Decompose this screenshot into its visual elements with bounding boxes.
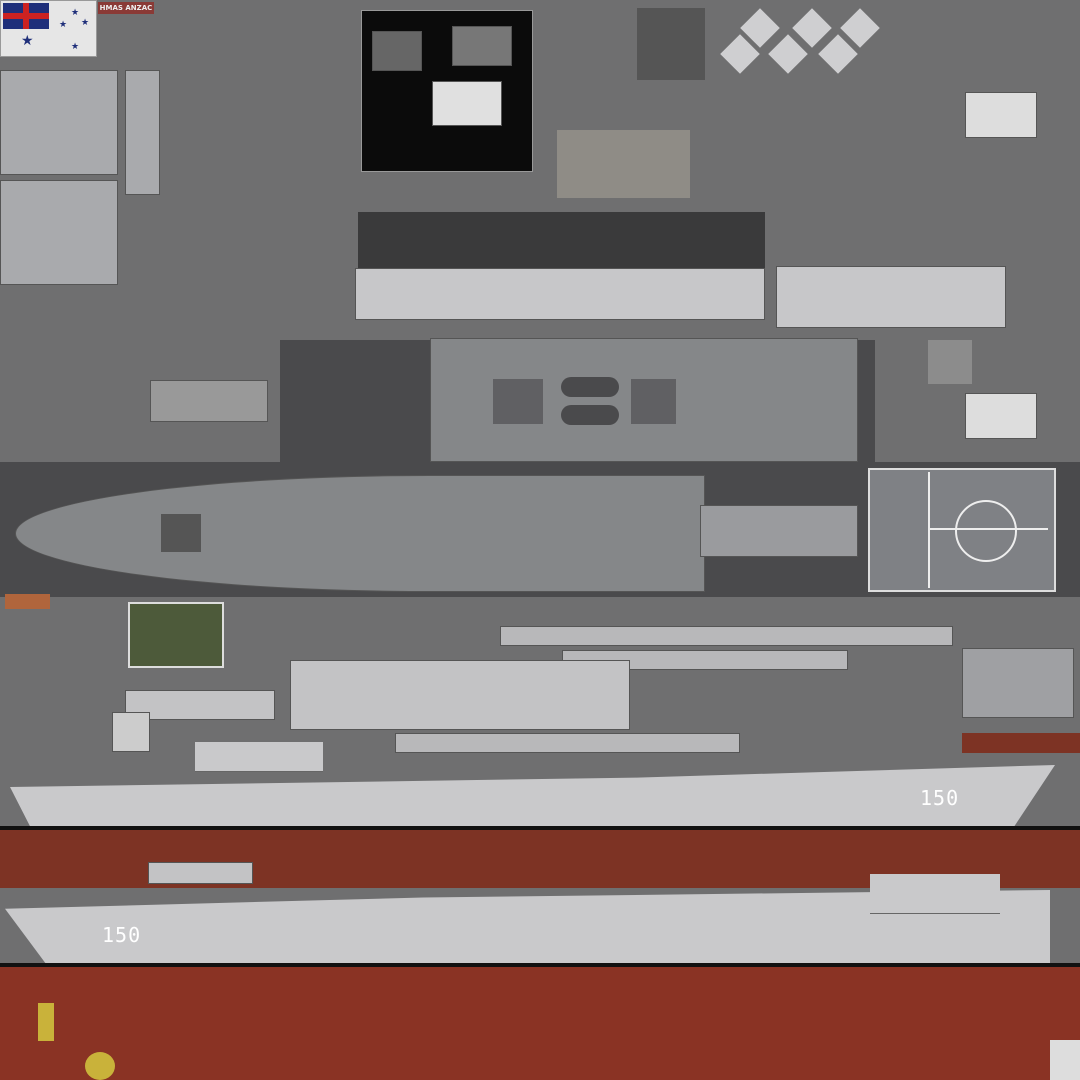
- orange-strip: [5, 594, 50, 609]
- hangar-side: [870, 874, 1000, 914]
- ship-name-plate: HMAS ANZAC: [98, 2, 154, 14]
- upper-deck: [430, 338, 858, 462]
- red-strip: [962, 733, 1080, 753]
- parts-cluster: [0, 180, 118, 285]
- equipment-cluster: [700, 505, 858, 557]
- beige-panel: [557, 130, 690, 198]
- superstructure-panel: [395, 733, 740, 753]
- camo-thumbnail: [128, 602, 224, 668]
- white-patch: [1050, 1040, 1080, 1080]
- hangar-door: [965, 92, 1037, 138]
- dark-texture-atlas-block: [361, 10, 533, 172]
- superstructure-panel: [290, 660, 630, 730]
- union-jack-canton: [3, 3, 49, 29]
- landing-circle: [955, 500, 1017, 562]
- parts-cluster: [0, 70, 118, 175]
- australian-white-ensign: ★ ★ ★ ★ ★: [0, 0, 97, 57]
- star: ★: [21, 33, 34, 49]
- funnel-panels: [776, 266, 1006, 328]
- diamond-tile: [768, 34, 808, 74]
- helicopter-deck: [868, 468, 1056, 592]
- bridge-side: [195, 742, 323, 772]
- parts-cluster: [962, 648, 1074, 718]
- mast-part: [125, 70, 160, 195]
- dark-strip: [358, 212, 765, 270]
- grille-part: [150, 380, 268, 422]
- antifouling-hull-bottom: [0, 967, 1080, 1080]
- hull-number: 150: [102, 923, 142, 947]
- vent-panel: [112, 712, 150, 752]
- star: ★: [81, 18, 90, 28]
- hull-number: 150: [920, 786, 960, 810]
- propeller-marker: [85, 1052, 115, 1080]
- yellow-marker: [38, 1003, 54, 1041]
- funnel-panels: [355, 268, 765, 320]
- waterline: [0, 963, 1080, 967]
- star: ★: [71, 42, 80, 52]
- hull-panel: [148, 862, 253, 884]
- parts-block: [637, 8, 705, 80]
- hangar-door: [965, 393, 1037, 439]
- waterline: [0, 826, 1080, 830]
- superstructure-panel: [500, 626, 953, 646]
- star: ★: [71, 8, 80, 18]
- main-deck: [15, 475, 705, 592]
- star: ★: [59, 20, 68, 30]
- square-patch: [928, 340, 972, 384]
- diamond-tile: [792, 8, 832, 48]
- superstructure-panel: [125, 690, 275, 720]
- hull-side-starboard: [10, 765, 1055, 828]
